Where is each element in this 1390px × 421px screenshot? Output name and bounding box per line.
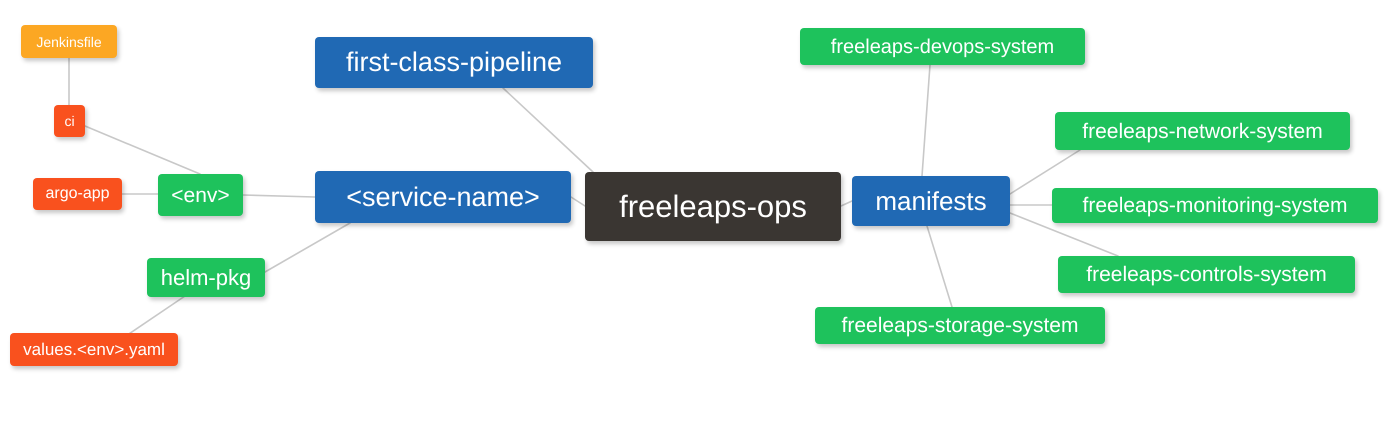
node-network[interactable]: freeleaps-network-system [1055,112,1350,150]
edge-service-to-helmpkg [264,222,351,273]
node-valuesyaml[interactable]: values.<env>.yaml [10,333,178,366]
node-helmpkg[interactable]: helm-pkg [147,258,265,297]
edge-service-to-env [242,194,316,198]
node-ci[interactable]: ci [54,105,85,137]
edge-manifests-to-devops [921,64,931,177]
node-pipeline[interactable]: first-class-pipeline [315,37,593,88]
node-root[interactable]: freeleaps-ops [585,172,841,241]
edge-root-to-pipeline [502,87,594,173]
node-devops[interactable]: freeleaps-devops-system [800,28,1085,65]
node-manifests[interactable]: manifests [852,176,1010,226]
node-jenkinsfile[interactable]: Jenkinsfile [21,25,117,58]
node-storage[interactable]: freeleaps-storage-system [815,307,1105,344]
node-env[interactable]: <env> [158,174,243,216]
edge-manifests-to-storage [926,225,953,308]
node-service[interactable]: <service-name> [315,171,571,223]
edge-env-to-ci [84,125,201,175]
edge-root-to-service [570,196,586,207]
node-monitoring[interactable]: freeleaps-monitoring-system [1052,188,1378,223]
node-controls[interactable]: freeleaps-controls-system [1058,256,1355,293]
node-argoapp[interactable]: argo-app [33,178,122,210]
edge-root-to-manifests [840,200,853,207]
